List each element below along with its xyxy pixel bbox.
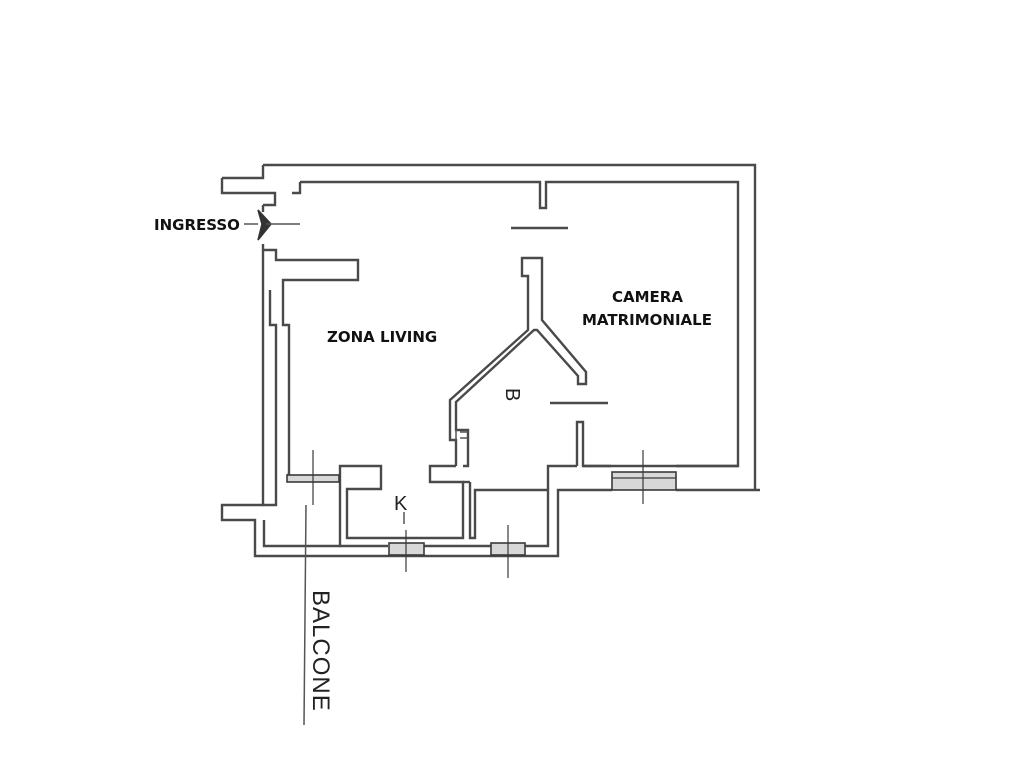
- window-kitchen: [388, 530, 425, 572]
- window-balcony: [286, 450, 340, 505]
- label-balcony: BALCONE: [307, 590, 334, 712]
- window-bedroom: [611, 450, 677, 504]
- windows: [286, 450, 677, 578]
- balcony-leader: [303, 504, 307, 726]
- window-bathroom: [490, 525, 526, 578]
- label-bedroom-line2: MATRIMONIALE: [582, 311, 712, 329]
- label-living: ZONA LIVING: [327, 328, 437, 346]
- label-bedroom-line1: CAMERA: [612, 288, 683, 306]
- entrance-arrow-icon: [244, 209, 300, 241]
- label-bathroom: B: [501, 388, 523, 401]
- door-lines: [511, 226, 608, 405]
- label-entrance: INGRESSO: [154, 216, 240, 234]
- label-kitchen: K: [394, 493, 408, 515]
- outer-walls: [220, 163, 760, 558]
